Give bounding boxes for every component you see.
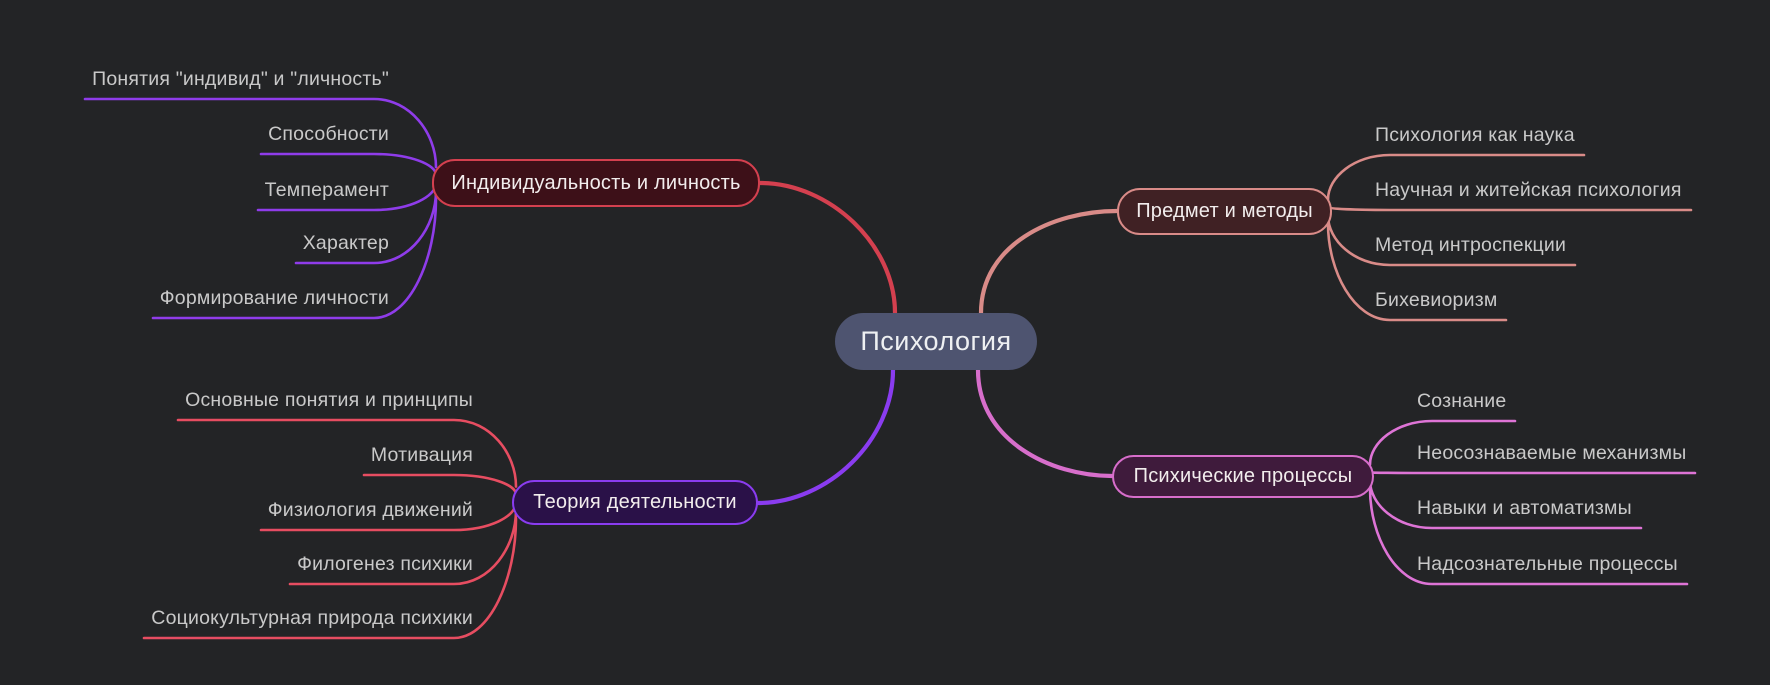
subtopic-label[interactable]: Способности: [268, 123, 389, 145]
subtopic-label[interactable]: Бихевиоризм: [1375, 289, 1498, 311]
subtopic-label[interactable]: Социокультурная природа психики: [151, 607, 473, 629]
branch-topic-label: Предмет и методы: [1136, 200, 1313, 222]
subtopic-label[interactable]: Научная и житейская психология: [1375, 179, 1682, 201]
subtopic-label[interactable]: Понятия "индивид" и "личность": [92, 68, 389, 90]
subtopic-label[interactable]: Физиология движений: [267, 499, 473, 521]
branch-topic-label: Психические процессы: [1133, 465, 1353, 487]
subtopic-label[interactable]: Навыки и автоматизмы: [1417, 497, 1632, 519]
branch-topic-subject-and-methods[interactable]: Предмет и методы: [1117, 188, 1332, 235]
central-topic-label: Психология: [860, 326, 1012, 356]
subtopic-label[interactable]: Формирование личности: [159, 287, 389, 309]
branch-topic-label: Индивидуальность и личность: [451, 171, 741, 194]
branch-topic-activity-theory[interactable]: Теория деятельности: [512, 480, 758, 525]
subtopic-label[interactable]: Темперамент: [264, 179, 389, 201]
branch-topic-label: Теория деятельности: [533, 491, 737, 513]
subtopic-label[interactable]: Метод интроспекции: [1375, 234, 1567, 256]
central-topic[interactable]: Психология: [835, 313, 1037, 370]
subtopic-label[interactable]: Мотивация: [370, 444, 473, 466]
subtopic-label[interactable]: Сознание: [1417, 390, 1507, 412]
subtopic-label[interactable]: Психология как наука: [1375, 124, 1575, 146]
subtopic-label[interactable]: Филогенез психики: [297, 553, 473, 575]
subtopic-label[interactable]: Неосознаваемые механизмы: [1417, 442, 1687, 464]
subtopic-label[interactable]: Характер: [302, 232, 389, 254]
subtopic-label[interactable]: Основные понятия и принципы: [185, 389, 473, 411]
subtopic-label[interactable]: Надсознательные процессы: [1417, 553, 1678, 575]
branch-topic-individuality-personality[interactable]: Индивидуальность и личность: [432, 159, 760, 207]
branch-topic-mental-processes[interactable]: Психические процессы: [1112, 455, 1374, 498]
